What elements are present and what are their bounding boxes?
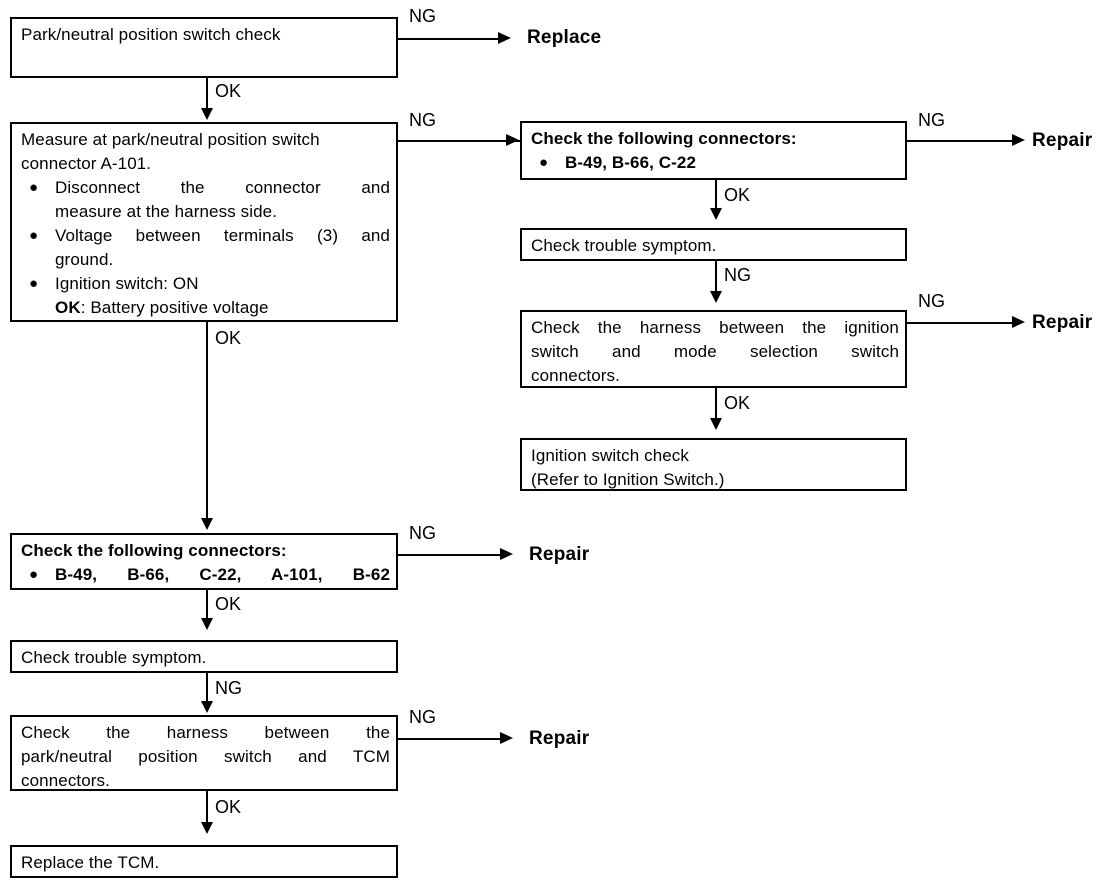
terminal-repair-left-1: Repair xyxy=(529,544,590,565)
edge-box2-ok-arrowhead xyxy=(201,518,213,530)
box-park-neutral-position-switch-check[interactable]: Park/neutral position switch check xyxy=(10,17,398,78)
box-check-following-connectors-right[interactable]: Check the following connectors: ● B-49, … xyxy=(520,121,907,180)
terminal-repair-right-2: Repair xyxy=(1032,312,1093,333)
box-text-line: Ignition switch check xyxy=(531,446,690,465)
edge-label-ng-box5: NG xyxy=(409,707,436,727)
terminal-repair-left-2: Repair xyxy=(529,728,590,749)
edge-rbox1-ok-line xyxy=(715,180,717,210)
bullet-dot-icon: ● xyxy=(29,227,39,244)
edge-box1-ok-line xyxy=(206,78,208,110)
edge-box3-ng-line xyxy=(398,554,505,556)
edge-label-ng-rbox2: NG xyxy=(724,265,751,285)
box-check-harness-ignition-mode-selection[interactable]: Check the harness between the ignition s… xyxy=(520,310,907,388)
box-check-harness-park-neutral-tcm[interactable]: Check the harness between the park/neutr… xyxy=(10,715,398,791)
edge-box5-ng-line xyxy=(398,738,505,740)
box-text-line: Check the harness between the xyxy=(21,723,390,742)
edge-label-ng-box4: NG xyxy=(215,678,242,698)
ok-value: : Battery positive voltage xyxy=(80,298,269,317)
edge-box3-ok-arrowhead xyxy=(201,618,213,630)
edge-label-ng-box1: NG xyxy=(409,6,436,26)
box-text-line: Check trouble symptom. xyxy=(531,236,717,255)
edge-label-ok-box1: OK xyxy=(215,81,242,101)
box-text-line: switch and mode selection switch xyxy=(531,342,899,361)
edge-box5-ok-arrowhead xyxy=(201,822,213,834)
bullet-dot-icon: ● xyxy=(29,275,39,292)
terminal-repair-right-1: Repair xyxy=(1032,130,1093,151)
box-text-line: Check the harness between the ignition xyxy=(531,318,899,337)
edge-label-ng-rbox3: NG xyxy=(918,291,945,311)
edge-label-ng-rbox1: NG xyxy=(918,110,945,130)
box-heading: Check the following connectors: xyxy=(531,129,797,148)
edge-box5-ok-line xyxy=(206,791,208,824)
box-bullet-list: ● B-49, B-66, C-22 xyxy=(531,151,899,175)
bullet-dot-icon: ● xyxy=(29,179,39,196)
box-text-line: B-49, B-66, C-22 xyxy=(565,153,697,172)
box-text-line: Measure at park/neutral position switch xyxy=(21,130,320,149)
box-check-trouble-symptom-left[interactable]: Check trouble symptom. xyxy=(10,640,398,673)
list-item: ● B-49, B-66, C-22, A-101, B-62 xyxy=(21,563,390,587)
edge-rbox1-ng-line xyxy=(907,140,1019,142)
edge-box5-ng-arrowhead xyxy=(500,732,513,744)
edge-box2-ok-line xyxy=(206,322,208,520)
edge-box1-ok-arrowhead xyxy=(201,108,213,120)
box-ignition-switch-check[interactable]: Ignition switch check (Refer to Ignition… xyxy=(520,438,907,491)
box-text-line: ground. xyxy=(55,250,114,269)
edge-box4-ng-line xyxy=(206,673,208,703)
edge-box1-ng-arrowhead xyxy=(498,32,511,44)
box-measure-at-park-neutral-switch-connector[interactable]: Measure at park/neutral position switch … xyxy=(10,122,398,322)
list-item: ● Voltage between terminals (3) and grou… xyxy=(21,224,390,272)
box-text-line: Ignition switch: ON xyxy=(55,274,199,293)
box-bullet-list: ● Disconnect the connector and measure a… xyxy=(21,176,390,320)
list-item: ● Ignition switch: ON OK: Battery positi… xyxy=(21,272,390,320)
edge-label-ng-box2: NG xyxy=(409,110,436,130)
box-text-line: Replace the TCM. xyxy=(21,853,160,872)
box-text-line: B-49, B-66, C-22, A-101, B-62 xyxy=(55,565,390,584)
edge-rbox3-ng-line xyxy=(907,322,1019,324)
bullet-dot-icon: ● xyxy=(539,154,549,171)
edge-label-ok-rbox1: OK xyxy=(724,185,751,205)
edge-box4-ng-arrowhead xyxy=(201,701,213,713)
list-item: ● B-49, B-66, C-22 xyxy=(531,151,899,175)
edge-label-ok-box2: OK xyxy=(215,328,242,348)
box-text-line: Check trouble symptom. xyxy=(21,648,207,667)
box-replace-the-tcm[interactable]: Replace the TCM. xyxy=(10,845,398,878)
bullet-dot-icon: ● xyxy=(29,566,39,583)
edge-rbox2-ng-line xyxy=(715,261,717,293)
edge-box2-ng-arrowhead xyxy=(506,134,519,146)
edge-box3-ok-line xyxy=(206,590,208,620)
box-check-trouble-symptom-right[interactable]: Check trouble symptom. xyxy=(520,228,907,261)
edge-label-ng-box3: NG xyxy=(409,523,436,543)
box-text-line: connector A-101. xyxy=(21,154,152,173)
edge-box2-ng-line xyxy=(398,140,520,142)
edge-rbox2-ng-arrowhead xyxy=(710,291,722,303)
edge-rbox3-ng-arrowhead xyxy=(1012,316,1025,328)
box-text-line: measure at the harness side. xyxy=(55,202,278,221)
edge-rbox1-ng-arrowhead xyxy=(1012,134,1025,146)
box-text-line: park/neutral position switch and TCM xyxy=(21,747,390,766)
edge-box1-ng-line xyxy=(398,38,502,40)
box-text-line: Disconnect the connector and xyxy=(55,178,390,197)
edge-rbox3-ok-line xyxy=(715,388,717,420)
list-item: ● Disconnect the connector and measure a… xyxy=(21,176,390,224)
terminal-replace: Replace xyxy=(527,27,602,48)
box-text-line: Park/neutral position switch check xyxy=(21,25,281,44)
box-text-line: (Refer to Ignition Switch.) xyxy=(531,470,725,489)
box-text-line-ok-spec: OK: Battery positive voltage xyxy=(55,296,390,320)
ok-label: OK xyxy=(55,298,81,317)
edge-rbox1-ok-arrowhead xyxy=(710,208,722,220)
box-text-line: connectors. xyxy=(21,771,110,790)
edge-box3-ng-arrowhead xyxy=(500,548,513,560)
box-text-line: connectors. xyxy=(531,366,620,385)
box-text-line: Voltage between terminals (3) and xyxy=(55,226,390,245)
box-bullet-list: ● B-49, B-66, C-22, A-101, B-62 xyxy=(21,563,390,587)
edge-label-ok-rbox3: OK xyxy=(724,393,751,413)
box-heading: Check the following connectors: xyxy=(21,541,287,560)
edge-label-ok-box5: OK xyxy=(215,797,242,817)
box-check-following-connectors-left[interactable]: Check the following connectors: ● B-49, … xyxy=(10,533,398,590)
edge-rbox3-ok-arrowhead xyxy=(710,418,722,430)
edge-label-ok-box3: OK xyxy=(215,594,242,614)
